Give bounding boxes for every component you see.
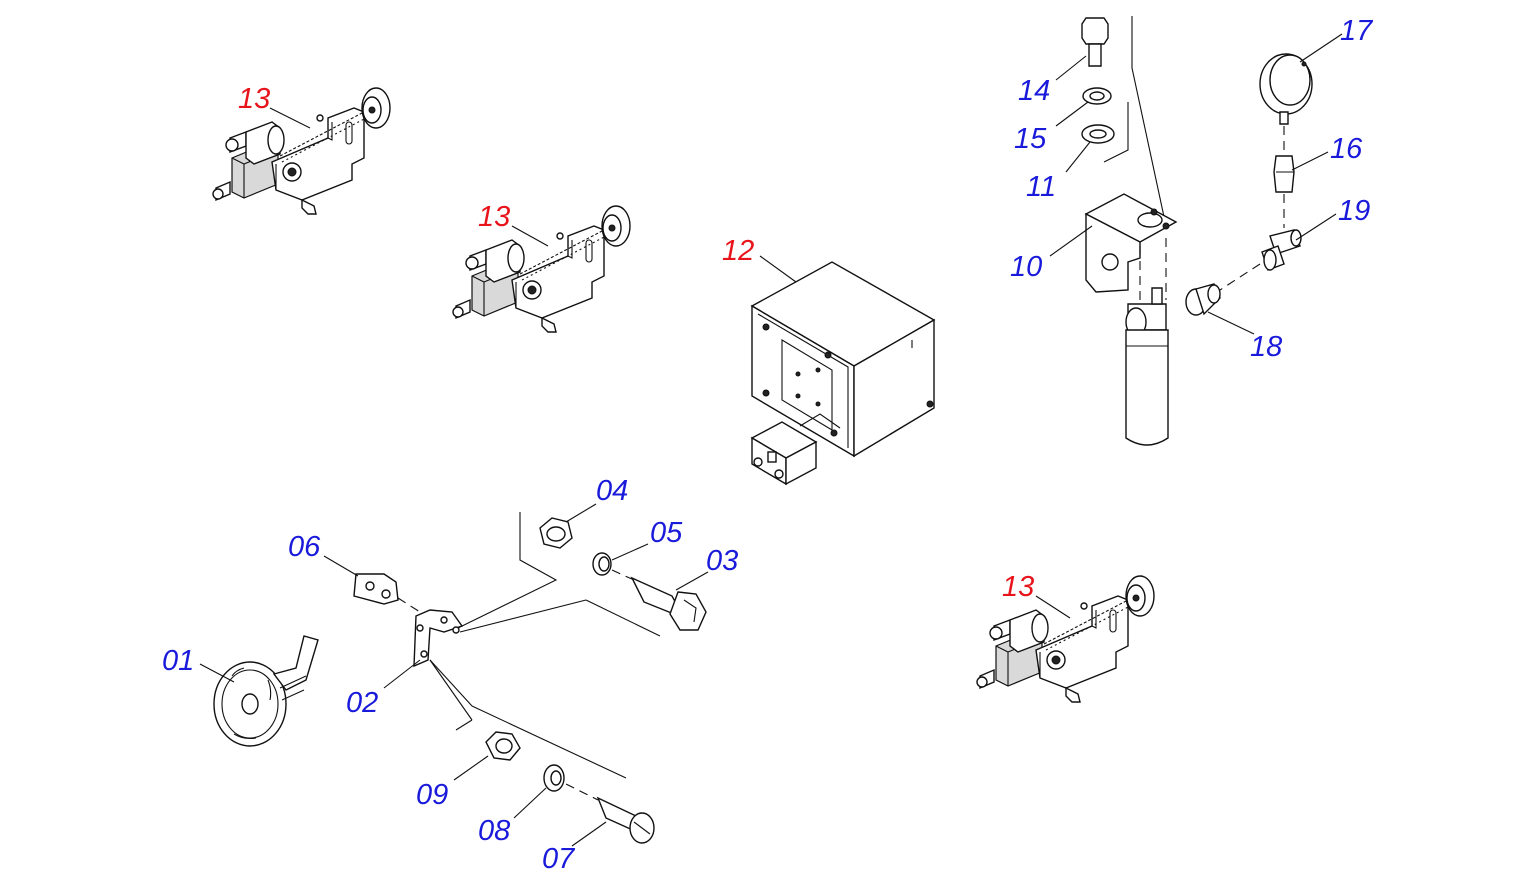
leader-07	[571, 821, 607, 847]
leader-02	[383, 659, 421, 689]
callout-04: 04	[596, 475, 628, 507]
leader-08	[513, 787, 547, 819]
callout-19: 19	[1338, 195, 1370, 227]
leader-11	[1065, 141, 1091, 173]
callout-06: 06	[288, 531, 321, 563]
leader-01	[199, 663, 235, 683]
leader-05	[611, 543, 649, 561]
callout-05: 05	[650, 517, 683, 549]
callout-14: 14	[1018, 75, 1050, 107]
leader-13b	[511, 225, 549, 247]
leader-15	[1055, 101, 1089, 127]
leader-14	[1055, 55, 1087, 81]
callout-12: 12	[722, 235, 754, 267]
gauge-assembly	[1185, 53, 1313, 316]
leader-06	[323, 555, 359, 577]
leader-19	[1295, 213, 1337, 241]
leader-03	[675, 571, 709, 591]
leader-10	[1049, 225, 1093, 257]
callout-15: 15	[1014, 123, 1047, 155]
callout-11: 11	[1026, 171, 1056, 203]
leader-18	[1207, 311, 1255, 335]
callout-08: 08	[478, 815, 510, 847]
filter-assembly	[1081, 16, 1178, 446]
callout-10: 10	[1010, 251, 1042, 283]
mounting-hardware	[213, 512, 707, 844]
leader-13c	[1035, 595, 1071, 619]
callout-09: 09	[416, 779, 448, 811]
leader-12	[759, 255, 797, 283]
callout-02: 02	[346, 687, 378, 719]
control-box	[750, 261, 936, 486]
leader-09	[453, 755, 489, 781]
callout-03: 03	[706, 545, 738, 577]
callout-17: 17	[1340, 15, 1374, 47]
callout-07: 07	[542, 843, 576, 875]
callout-18: 18	[1250, 331, 1282, 363]
leader-13a	[269, 107, 311, 129]
callout-13c: 13	[1002, 571, 1034, 603]
callout-13a: 13	[238, 83, 270, 115]
leader-17	[1299, 33, 1343, 63]
callout-01: 01	[162, 645, 194, 677]
callout-13b: 13	[478, 201, 510, 233]
leader-04	[565, 503, 597, 523]
callout-16: 16	[1330, 133, 1363, 165]
leader-16	[1291, 151, 1329, 171]
